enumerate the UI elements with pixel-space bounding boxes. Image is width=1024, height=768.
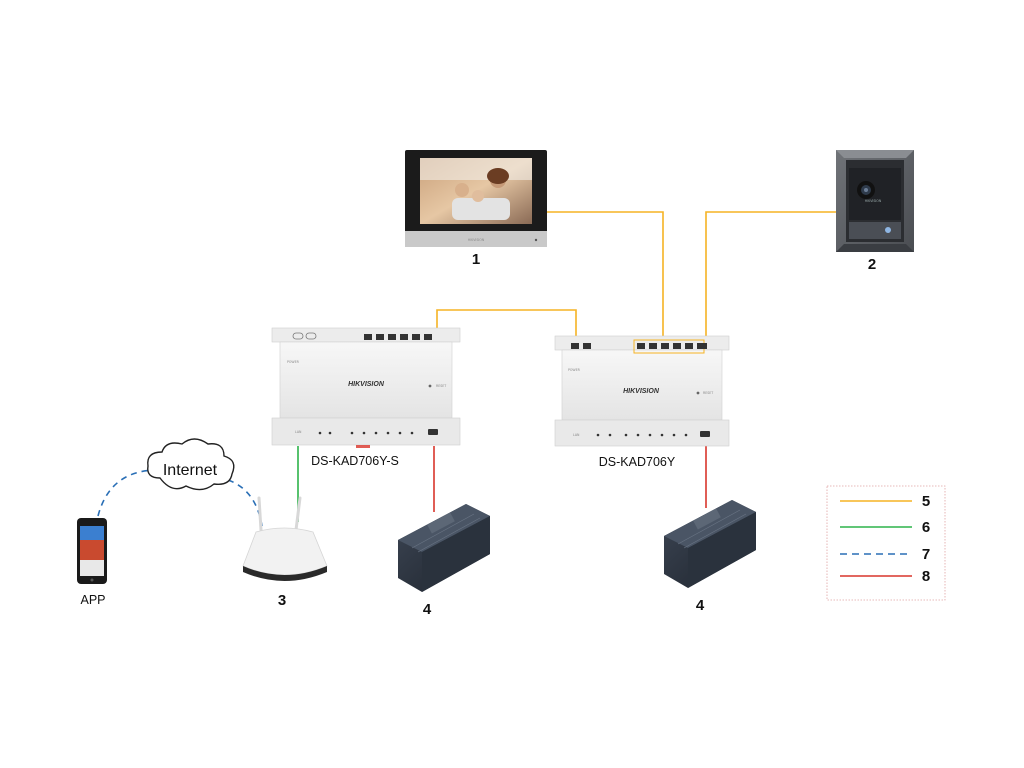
legend-item-5: 5 <box>840 493 930 510</box>
power-supply-left <box>398 504 490 592</box>
monitor-number-label: 1 <box>472 251 480 268</box>
door-station-nameplate <box>849 222 901 239</box>
left-brand: HIKVISION <box>348 381 385 388</box>
internet-label: Internet <box>163 462 218 479</box>
left-reset-label: RESET <box>436 384 446 388</box>
door-station-number-label: 2 <box>868 256 876 273</box>
router <box>242 496 328 581</box>
distributor-left: POWER HIKVISION RESET LAN <box>271 327 461 448</box>
monitor-brand: HIKVISION <box>468 238 485 242</box>
cable-two-wire-door-station <box>705 211 838 343</box>
legend-number-7: 7 <box>922 546 930 563</box>
left-bottom-ports: LAN <box>295 429 438 435</box>
distributor-right: POWER HIKVISION RESET LAN <box>554 335 730 447</box>
legend-box <box>826 485 946 601</box>
left-lan-label: LAN <box>295 430 302 434</box>
legend-number-5: 5 <box>922 493 930 510</box>
cable-two-wire-monitor <box>546 211 664 343</box>
call-button-icon <box>885 227 891 233</box>
left-reset-button[interactable] <box>428 384 432 388</box>
left-power-label: POWER <box>287 360 300 364</box>
legend-item-6: 6 <box>840 519 930 536</box>
monitor-indicator <box>534 238 538 242</box>
legend: 5 6 7 8 <box>826 485 946 601</box>
right-lan-label: LAN <box>573 433 580 437</box>
cable-layer <box>97 211 838 527</box>
right-reset-button[interactable] <box>696 391 700 395</box>
router-number-label: 3 <box>278 592 286 609</box>
door-station: HIKVISION <box>836 150 914 252</box>
right-bottom-ports: LAN <box>573 431 710 437</box>
left-top-ports <box>292 332 432 340</box>
psu-left-number-label: 4 <box>423 601 432 618</box>
right-power-label: POWER <box>568 368 581 372</box>
cable-two-wire-cascade <box>436 309 577 343</box>
right-distributor-model: DS-KAD706Y <box>599 455 676 469</box>
psu-right-number-label: 4 <box>696 597 705 614</box>
power-supply-right <box>664 500 756 588</box>
smartphone <box>77 518 107 584</box>
legend-item-8: 8 <box>840 568 930 585</box>
app-label: APP <box>80 593 105 607</box>
indoor-monitor: HIKVISION <box>405 150 547 247</box>
door-station-brand: HIKVISION <box>865 199 882 203</box>
router-antenna-left <box>257 496 263 532</box>
legend-number-8: 8 <box>922 568 930 585</box>
legend-item-7: 7 <box>840 546 930 563</box>
cable-wireless <box>97 469 263 527</box>
legend-number-6: 6 <box>922 519 930 536</box>
internet-cloud-icon: Internet <box>147 438 235 491</box>
left-distributor-model: DS-KAD706Y-S <box>311 454 399 468</box>
right-reset-label: RESET <box>703 391 713 395</box>
router-antenna-right <box>294 496 302 532</box>
right-top-ports <box>571 339 707 354</box>
right-brand: HIKVISION <box>623 388 660 395</box>
